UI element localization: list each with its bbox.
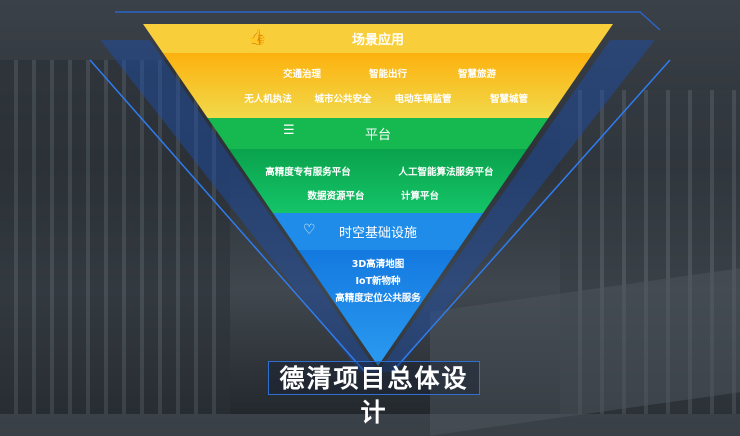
list-item: 无人机执法 [244, 94, 292, 105]
list-item: 计算平台 [400, 191, 440, 202]
list-item: 数据资源平台 [307, 191, 365, 202]
list-item: 智慧旅游 [457, 69, 497, 80]
layer-title: 平台 [364, 128, 391, 143]
layer-header-scenarios: 👍 场景应用 [143, 24, 613, 53]
layer-title: 时空基础设施 [338, 226, 417, 241]
list-item: 交通治理 [282, 69, 322, 80]
page-title: 德清项目总体设计 [268, 361, 480, 427]
list-item: 3D高清地图 [351, 259, 405, 270]
list-item: 城市公共安全 [314, 94, 372, 105]
list-item: 智慧城管 [489, 94, 529, 105]
list-item: 人工智能算法服务平台 [398, 167, 494, 178]
list-item: 高精度专有服务平台 [265, 167, 351, 178]
list-item: IoT新物种 [355, 276, 401, 287]
list-item: 智能出行 [368, 69, 408, 80]
layer-body-scenarios: 交通治理 智能出行 智慧旅游 无人机执法 城市公共安全 电动车辆监管 智慧城管 [143, 53, 613, 118]
heart-icon: ♡ [303, 222, 316, 238]
thumbs-up-icon: 👍 [248, 28, 267, 46]
list-item: 电动车辆监管 [394, 94, 452, 105]
list-item: 高精度定位公共服务 [335, 293, 421, 304]
layers-icon: ☰ [283, 123, 295, 138]
layer-title: 场景应用 [351, 33, 404, 48]
city-background-left [0, 60, 230, 414]
